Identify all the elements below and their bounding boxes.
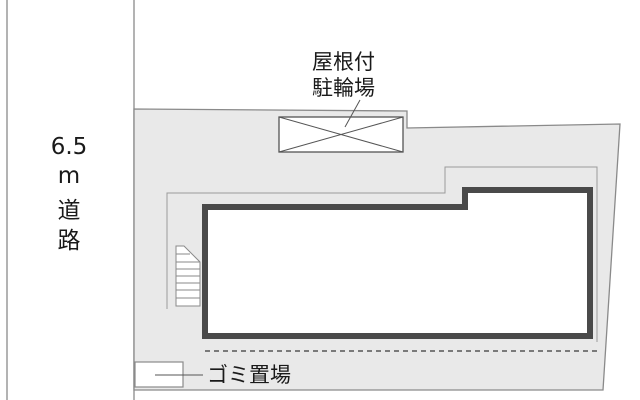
bicycle-parking-leader — [344, 99, 361, 128]
walkway-outline — [166, 166, 598, 342]
garbage-area-label: ゴミ置場 — [207, 363, 291, 387]
road-width-label: 6.5 — [50, 134, 88, 160]
road-char-2: 路 — [57, 228, 81, 254]
bicycle-parking-label-line2: 駐輪場 — [312, 76, 375, 100]
bicycle-parking-box — [278, 116, 404, 153]
staircase — [175, 245, 201, 307]
road-unit-label: m — [57, 163, 81, 189]
road-char-1: 道 — [57, 198, 81, 224]
building — [202, 187, 593, 339]
bicycle-parking-label-line1: 屋根付 — [312, 50, 375, 74]
